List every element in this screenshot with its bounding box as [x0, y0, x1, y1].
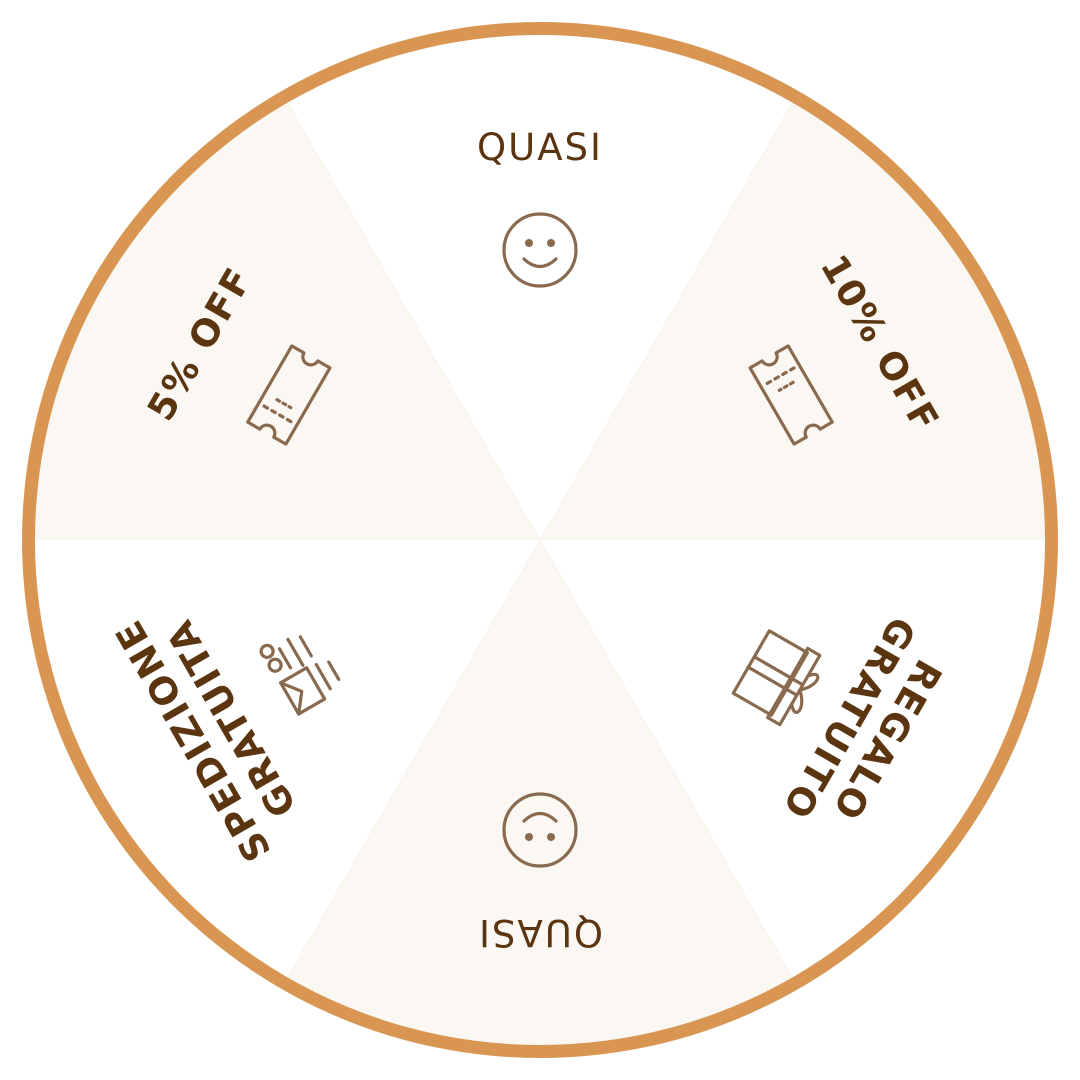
wheel-segment-3	[540, 540, 1045, 978]
ticket-icon	[748, 344, 834, 446]
ticket-icon	[246, 344, 332, 446]
segment-content-4: QUASI	[477, 792, 603, 954]
segment-content-1: QUASI	[477, 126, 603, 288]
wheel-segment-2	[540, 102, 1045, 541]
segment-label: QUASI	[477, 126, 603, 169]
segment-label: QUASI	[477, 911, 603, 954]
gift-icon	[731, 629, 822, 727]
smiley-icon	[502, 212, 578, 288]
wheel-segments	[35, 35, 1045, 1045]
smiley-icon	[502, 792, 578, 868]
wheel-segment-6	[35, 102, 540, 541]
wheel-segment-5	[35, 540, 540, 978]
shipping-icon	[259, 635, 341, 716]
